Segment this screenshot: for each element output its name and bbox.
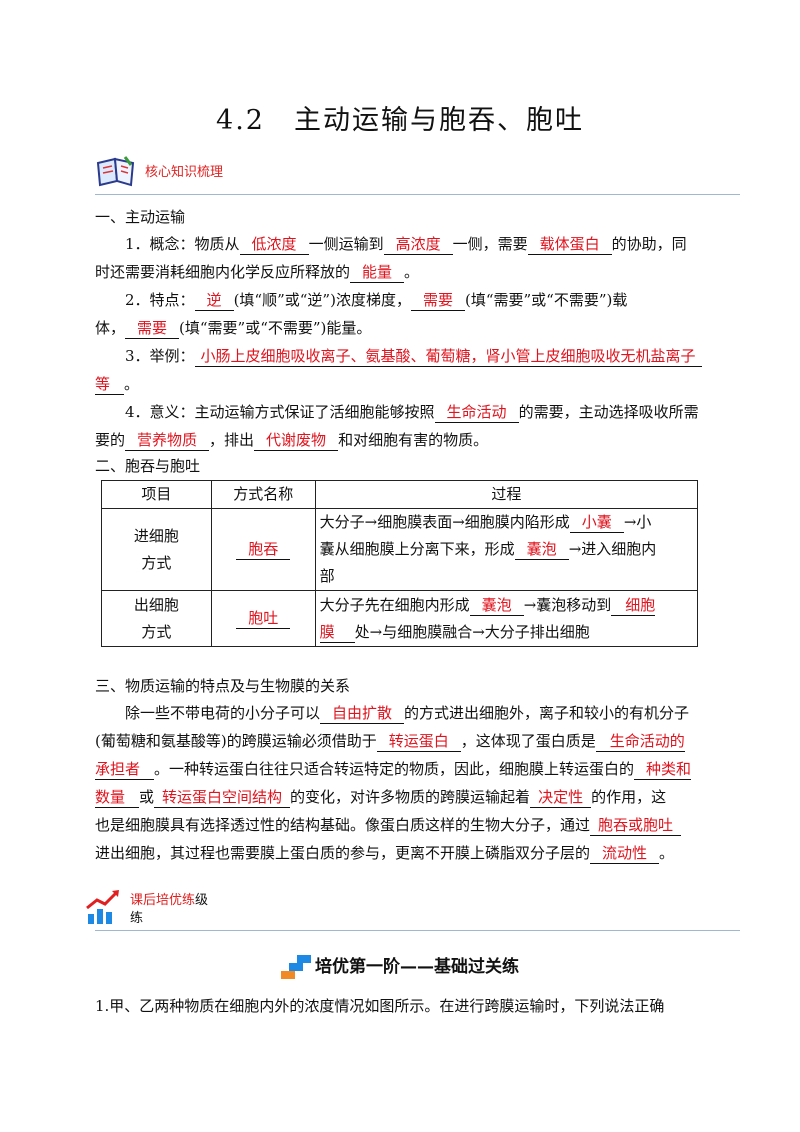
answer: 低浓度 bbox=[239, 234, 309, 255]
section-divider bbox=[95, 194, 740, 195]
s3-line5: 也是细胞膜具有选择透过性的结构基础。像蛋白质这样的生物大分子，通过胞吞或胞吐 bbox=[95, 811, 755, 839]
table-cell-process: 大分子先在细胞内形成囊泡→囊泡移动到细胞 膜处→与细胞膜融合→大分子排出细胞 bbox=[314, 590, 699, 647]
table-row: 进细胞方式 胞吞 大分子→细胞膜表面→细胞膜内陷形成小囊→小 囊从细胞膜上分离下… bbox=[101, 508, 699, 591]
section-divider bbox=[95, 930, 740, 931]
table-row: 出细胞方式 胞吐 大分子先在细胞内形成囊泡→囊泡移动到细胞 膜处→与细胞膜融合→… bbox=[101, 590, 699, 647]
table-cell-item: 进细胞方式 bbox=[101, 508, 212, 591]
s3-line3: 承担者。一种转运蛋白往往只适合转运特定的物质，因此，细胞膜上转运蛋白的种类和 bbox=[95, 759, 692, 780]
s1-p2-line2: 体，需要(填“需要”或“不需要”)能量。 bbox=[95, 318, 372, 339]
s1-p2-line1: 2．特点：逆(填“顺”或“逆”)浓度梯度，需要(填“需要”或“不需要”)载 bbox=[125, 290, 628, 311]
s1-p3-line1: 3．举例：小肠上皮细胞吸收离子、氨基酸、葡萄糖，肾小管上皮细胞吸收无机盐离子 bbox=[95, 342, 755, 370]
heading-active-transport: 一、主动运输 bbox=[95, 208, 186, 226]
answer: 胞吐 bbox=[236, 608, 291, 629]
page-title: 4.2 主动运输与胞吞、胞吐 bbox=[216, 105, 584, 136]
table-cell-name: 胞吞 bbox=[210, 508, 316, 591]
question-1: 1.甲、乙两种物质在细胞内外的浓度情况如图所示。在进行跨膜运输时，下列说法正确 bbox=[95, 997, 665, 1015]
answer: 细胞 bbox=[611, 595, 656, 616]
core-section-label: 核心知识梳理 bbox=[145, 165, 224, 180]
practice-label-line2: 练 bbox=[130, 911, 144, 926]
answer: 生命活动 bbox=[434, 402, 519, 423]
growth-chart-icon bbox=[86, 890, 119, 924]
answer: 等 bbox=[95, 374, 125, 395]
s3-line2: (葡萄糖和氨基酸等)的跨膜运输必须借助于转运蛋白，这体现了蛋白质是生命活动的 bbox=[95, 731, 685, 752]
answer: 需要 bbox=[125, 318, 180, 339]
answer: 小肠上皮细胞吸收离子、氨基酸、葡萄糖，肾小管上皮细胞吸收无机盐离子 bbox=[194, 346, 702, 367]
s3-line1: 除一些不带电荷的小分子可以自由扩散的方式进出细胞外，离子和较小的有机分子 bbox=[125, 703, 690, 724]
book-icon bbox=[96, 156, 135, 187]
practice-section-header: 课后培优练级 练 bbox=[86, 888, 395, 926]
answer: 流动性 bbox=[590, 843, 660, 864]
answer: 自由扩散 bbox=[320, 703, 405, 724]
answer: 胞吞或胞吐 bbox=[590, 815, 682, 836]
table-cell-name: 胞吐 bbox=[210, 590, 316, 647]
answer: 生命活动的 bbox=[595, 731, 685, 752]
answer: 胞吞 bbox=[236, 539, 291, 560]
answer: 能量 bbox=[350, 262, 405, 283]
practice-label: 课后培优练 bbox=[130, 893, 196, 908]
s3-line4: 数量或转运蛋白空间结构的变化，对许多物质的跨膜运输起着决定性的作用，这 bbox=[95, 787, 667, 808]
table-header: 过程 bbox=[314, 480, 699, 509]
answer: 数量 bbox=[95, 787, 140, 808]
answer: 决定性 bbox=[530, 787, 592, 808]
answer: 载体蛋白 bbox=[527, 234, 612, 255]
answer: 逆 bbox=[194, 290, 234, 311]
s1-p4-line2: 要的营养物质，排出代谢废物和对细胞有害的物质。 bbox=[95, 430, 489, 451]
answer: 转运蛋白空间结构 bbox=[154, 787, 291, 808]
stage-icon bbox=[281, 955, 311, 979]
transport-table: 项目 方式名称 过程 进细胞方式 胞吞 大分子→细胞膜表面→细胞膜内陷形成小囊→… bbox=[101, 480, 699, 647]
s1-p1-line1: 1．概念：物质从低浓度一侧运输到高浓度一侧，需要载体蛋白的协助，同 bbox=[125, 234, 687, 255]
table-header: 项目 bbox=[101, 480, 212, 509]
table-header-row: 项目 方式名称 过程 bbox=[101, 480, 699, 509]
core-section-header: 核心知识梳理 bbox=[95, 153, 395, 191]
heading-membrane-relation: 三、物质运输的特点及与生物膜的关系 bbox=[95, 677, 351, 695]
s1-p3-line2: 等。 bbox=[95, 374, 140, 395]
practice-label-suffix: 级 bbox=[195, 893, 209, 908]
answer: 高浓度 bbox=[383, 234, 453, 255]
answer: 营养物质 bbox=[125, 430, 210, 451]
answer: 转运蛋白 bbox=[376, 731, 461, 752]
stage-title: 培优第一阶——基础过关练 bbox=[0, 952, 800, 979]
table-cell-process: 大分子→细胞膜表面→细胞膜内陷形成小囊→小 囊从细胞膜上分离下来，形成囊泡→进入… bbox=[314, 508, 699, 591]
table-header: 方式名称 bbox=[210, 480, 316, 509]
s1-p1-line2: 时还需要消耗细胞内化学反应所释放的能量。 bbox=[95, 262, 420, 283]
table-cell-item: 出细胞方式 bbox=[101, 590, 212, 647]
answer: 代谢废物 bbox=[254, 430, 339, 451]
answer: 承担者 bbox=[95, 759, 155, 780]
answer: 需要 bbox=[410, 290, 465, 311]
answer: 小囊 bbox=[569, 512, 624, 533]
s3-line6: 进出细胞，其过程也需要膜上蛋白质的参与，更离不开膜上磷脂双分子层的流动性。 bbox=[95, 843, 675, 864]
heading-endocytosis: 二、胞吞与胞吐 bbox=[95, 457, 201, 475]
answer: 囊泡 bbox=[469, 595, 524, 616]
answer: 囊泡 bbox=[514, 539, 569, 560]
s1-p4-line1: 4．意义：主动运输方式保证了活细胞能够按照生命活动的需要，主动选择吸收所需 bbox=[125, 402, 699, 423]
answer: 膜 bbox=[319, 622, 355, 643]
answer: 种类和 bbox=[634, 759, 692, 780]
